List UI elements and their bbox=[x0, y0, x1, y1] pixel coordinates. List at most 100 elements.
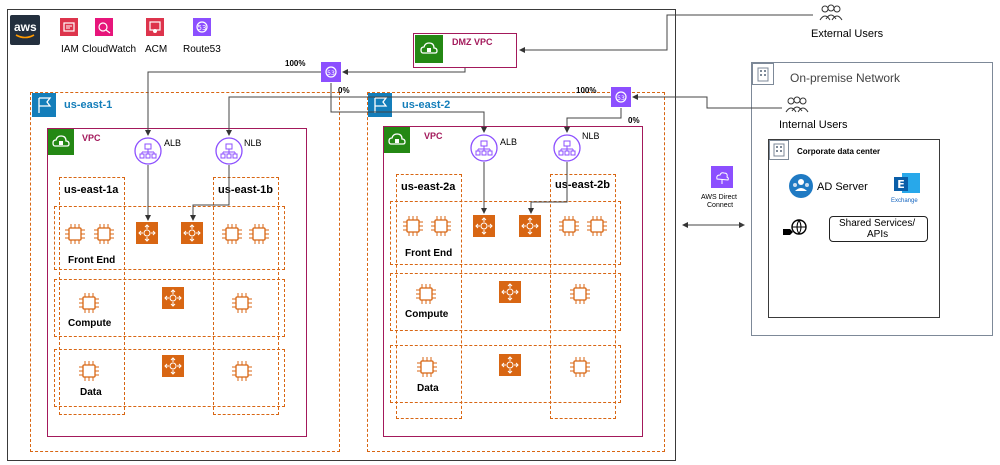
vpc-1-icon bbox=[48, 129, 74, 155]
aws-account-frame bbox=[7, 9, 676, 461]
ec2-instance-icon bbox=[64, 223, 86, 245]
elb-node-icon bbox=[162, 355, 184, 377]
alb-2-label: ALB bbox=[500, 137, 518, 147]
cloudwatch-label: CloudWatch bbox=[82, 44, 137, 55]
shared-services-line2: APIs bbox=[867, 229, 889, 240]
ec2-instance-icon bbox=[569, 283, 591, 305]
svg-text:53: 53 bbox=[617, 95, 625, 102]
external-users-label: External Users bbox=[811, 28, 884, 40]
elb-node-icon bbox=[136, 222, 158, 244]
ec2-instance-icon bbox=[586, 215, 608, 237]
ec2-instance-icon bbox=[416, 356, 438, 378]
alb-2-icon bbox=[470, 134, 498, 162]
dmz-vpc-label: DMZ VPC bbox=[452, 37, 493, 47]
ec2-instance-icon bbox=[231, 360, 253, 382]
region-us-east-1 bbox=[30, 92, 340, 452]
elb-node-icon bbox=[181, 222, 203, 244]
shared-services-line1: Shared Services/ bbox=[839, 218, 916, 229]
tier-data-1 bbox=[54, 349, 285, 407]
az-us-east-1b bbox=[213, 177, 279, 415]
aws-logo-text: aws bbox=[14, 20, 37, 34]
az-us-east-2b bbox=[550, 174, 616, 419]
route53-record-icon-2: 53 bbox=[611, 87, 631, 107]
exchange-icon: E bbox=[892, 171, 922, 197]
tier-compute-2-label: Compute bbox=[405, 309, 449, 320]
aws-smile-icon bbox=[15, 34, 35, 39]
elb-node-icon bbox=[162, 287, 184, 309]
elb-node-icon bbox=[473, 215, 495, 237]
internal-users-icon bbox=[784, 95, 810, 117]
tier-frontend-2 bbox=[390, 201, 621, 265]
region-2-label: us-east-2 bbox=[402, 99, 451, 111]
ec2-instance-icon bbox=[231, 292, 253, 314]
ec2-instance-icon bbox=[78, 292, 100, 314]
exchange-label: Exchange bbox=[891, 198, 918, 204]
ec2-instance-icon bbox=[415, 283, 437, 305]
nlb-2-icon bbox=[553, 134, 581, 162]
acm-icon bbox=[146, 18, 164, 36]
svg-text:53: 53 bbox=[327, 70, 335, 77]
az-us-east-1a bbox=[59, 177, 125, 415]
weight-label-2: 0% bbox=[338, 86, 350, 95]
tier-compute-2 bbox=[390, 273, 621, 331]
elb-node-icon bbox=[499, 281, 521, 303]
direct-connect-line2: Connect bbox=[707, 202, 734, 209]
direct-connect-icon bbox=[711, 166, 733, 188]
vpc-2-box bbox=[383, 126, 643, 437]
nlb-1-label: NLB bbox=[244, 138, 262, 148]
region-flag-icon bbox=[32, 93, 56, 117]
route53-label: Route53 bbox=[183, 44, 221, 55]
vpc-1-label: VPC bbox=[82, 133, 101, 143]
shared-services-hand-icon bbox=[782, 217, 810, 239]
az-2b-label: us-east-2b bbox=[555, 179, 611, 191]
az-2a-label: us-east-2a bbox=[401, 181, 456, 193]
dmz-vpc-icon bbox=[415, 35, 443, 63]
region-1-label: us-east-1 bbox=[64, 99, 113, 111]
ec2-instance-icon bbox=[430, 215, 452, 237]
ad-server-icon bbox=[788, 173, 814, 199]
svg-text:53: 53 bbox=[198, 24, 207, 32]
elb-node-icon bbox=[519, 215, 541, 237]
az-1a-label: us-east-1a bbox=[64, 184, 119, 196]
datacenter-box bbox=[768, 139, 940, 318]
dmz-vpc-box bbox=[413, 33, 517, 68]
direct-connect-line1: AWS Direct bbox=[701, 194, 737, 201]
tier-frontend-1 bbox=[54, 206, 285, 270]
weight-label-4: 0% bbox=[628, 116, 640, 125]
ec2-instance-icon bbox=[558, 215, 580, 237]
internal-users-label: Internal Users bbox=[779, 119, 848, 131]
acm-label: ACM bbox=[145, 44, 168, 55]
onprem-title: On-premise Network bbox=[790, 71, 901, 85]
ad-server-label: AD Server bbox=[817, 181, 868, 193]
shared-services-box bbox=[829, 216, 928, 242]
nlb-2-label: NLB bbox=[582, 131, 600, 141]
weight-label-3: 100% bbox=[576, 86, 597, 95]
vpc-1-box bbox=[47, 128, 307, 437]
weight-label-1: 100% bbox=[285, 59, 306, 68]
datacenter-building-icon bbox=[769, 140, 789, 160]
tier-data-2-label: Data bbox=[417, 383, 439, 394]
datacenter-label: Corporate data center bbox=[797, 147, 881, 156]
vpc-2-label: VPC bbox=[424, 131, 443, 141]
az-1b-label: us-east-1b bbox=[218, 184, 274, 196]
tier-data-1-label: Data bbox=[80, 387, 102, 398]
onprem-network-box bbox=[751, 62, 993, 336]
tier-frontend-1-label: Front End bbox=[68, 255, 116, 266]
cloudwatch-icon bbox=[95, 18, 113, 36]
ec2-instance-icon bbox=[248, 223, 270, 245]
iam-icon bbox=[60, 18, 78, 36]
svg-text:E: E bbox=[897, 178, 905, 191]
nlb-1-icon bbox=[215, 137, 243, 165]
tier-compute-1-label: Compute bbox=[68, 318, 112, 329]
ec2-instance-icon bbox=[221, 223, 243, 245]
route53-icon: 53 bbox=[193, 18, 211, 36]
alb-1-icon bbox=[134, 137, 162, 165]
iam-label: IAM bbox=[61, 44, 79, 55]
alb-1-label: ALB bbox=[164, 138, 182, 148]
az-us-east-2a bbox=[396, 174, 462, 419]
region-us-east-2 bbox=[367, 92, 665, 452]
ec2-instance-icon bbox=[402, 215, 424, 237]
tier-frontend-2-label: Front End bbox=[405, 248, 453, 259]
external-users-icon bbox=[818, 3, 844, 25]
